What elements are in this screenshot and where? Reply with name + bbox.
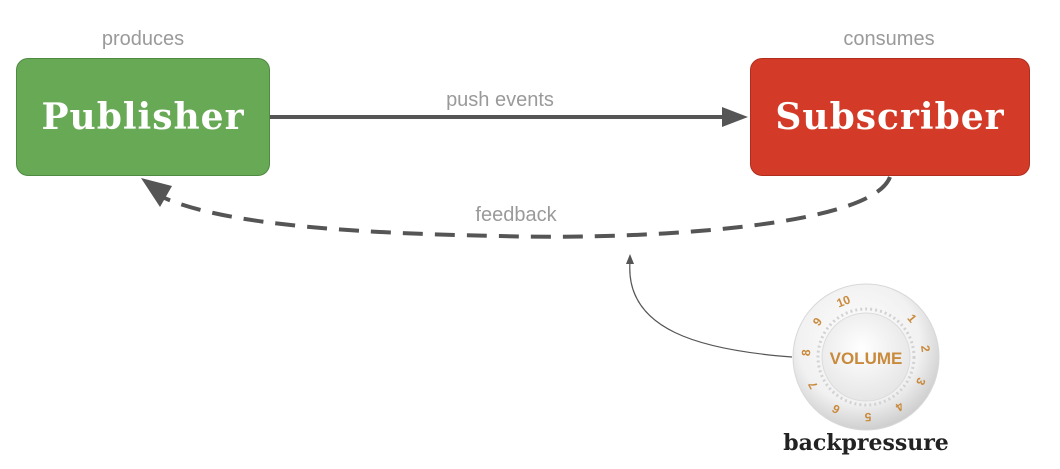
subscriber-label: Subscriber <box>775 96 1005 138</box>
feedback-arrow <box>141 176 892 239</box>
publisher-label: Publisher <box>41 96 245 138</box>
publisher-caption: produces <box>101 28 185 50</box>
publisher-box: Publisher <box>16 58 270 176</box>
knob-number-5: 5 <box>864 410 871 424</box>
knob-number-8: 8 <box>799 349 813 357</box>
backpressure-label: backpressure <box>783 430 949 456</box>
subscriber-box: Subscriber <box>750 58 1030 176</box>
knob-number-10: 10 <box>835 292 853 310</box>
push-events-arrow <box>270 107 748 127</box>
backpressure-pointer <box>626 254 793 358</box>
feedback-label: feedback <box>475 204 557 226</box>
knob-number-2: 2 <box>918 344 933 353</box>
subscriber-caption: consumes <box>843 28 935 50</box>
knob-volume-label: VOLUME <box>830 349 903 368</box>
push-events-label: push events <box>446 89 554 111</box>
